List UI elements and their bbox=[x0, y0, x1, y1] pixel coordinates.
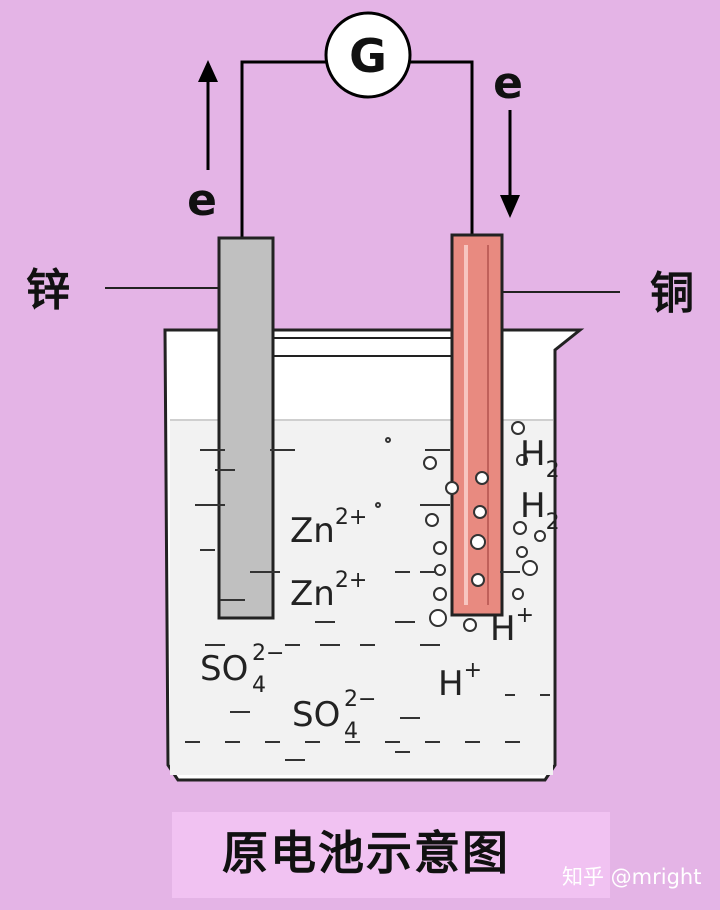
bubble bbox=[445, 481, 459, 495]
wire bbox=[240, 60, 328, 238]
bubble bbox=[516, 454, 528, 466]
bubble bbox=[513, 521, 527, 535]
ion-base: H bbox=[438, 664, 464, 704]
bubble bbox=[471, 573, 485, 587]
ion-base: Zn bbox=[290, 574, 335, 614]
ion-base: H bbox=[520, 434, 546, 474]
bubble bbox=[425, 513, 439, 527]
bubble bbox=[385, 437, 391, 443]
bubble bbox=[433, 541, 447, 555]
galvanometer-label: G bbox=[349, 29, 387, 83]
bubble bbox=[516, 546, 528, 558]
ion-superscript: 2+ bbox=[335, 568, 367, 593]
sulfate-superscript-left: 2− bbox=[252, 641, 284, 666]
bubble bbox=[433, 587, 447, 601]
ion-superscript: + bbox=[516, 603, 534, 628]
solution-dashes bbox=[185, 449, 550, 761]
copper-label: 铜 bbox=[650, 268, 694, 319]
watermark: 知乎 @mright bbox=[562, 865, 702, 889]
ion-subscript: 2 bbox=[546, 458, 560, 483]
ion-base: H bbox=[520, 486, 546, 526]
bubble bbox=[375, 502, 381, 508]
copper-electrode: 铜 bbox=[450, 233, 694, 617]
zinc-label: 锌 bbox=[26, 265, 70, 316]
galvanometer: G bbox=[324, 11, 412, 99]
external-circuit bbox=[240, 60, 474, 357]
diagram-caption: 原电池示意图 bbox=[222, 826, 510, 880]
h2-label-mid: H2 bbox=[520, 486, 560, 535]
bubble bbox=[522, 560, 538, 576]
electron-flow-right: e bbox=[493, 58, 523, 218]
electron-flow-left: e bbox=[187, 60, 218, 226]
zn-ion-label-lower: Zn2+ bbox=[290, 568, 367, 614]
galvanometer-body bbox=[324, 11, 412, 99]
bubble bbox=[512, 588, 524, 600]
h-plus-label-upper: H+ bbox=[490, 603, 534, 649]
arrow-head-icon bbox=[198, 60, 218, 82]
bubble bbox=[534, 530, 546, 542]
bubble bbox=[429, 609, 447, 627]
zinc-electrode: 锌 bbox=[26, 236, 275, 620]
bubble bbox=[511, 421, 525, 435]
arrow-head-icon bbox=[500, 195, 520, 218]
zinc-rod bbox=[217, 236, 275, 620]
ion-base: Zn bbox=[290, 511, 335, 551]
electron-label-left: e bbox=[187, 175, 217, 226]
bubble bbox=[423, 456, 437, 470]
sulfate-label-left: SO bbox=[200, 649, 248, 689]
ion-labels: H2 H2 Zn2+ Zn2+ H+ H+ SO 4 2− SO 4 2− bbox=[200, 434, 560, 744]
copper-rod bbox=[450, 233, 504, 617]
sulfate-superscript-right: 2− bbox=[344, 687, 376, 712]
sulfate-subscript-right: 4 bbox=[344, 719, 358, 744]
bubble bbox=[475, 471, 489, 485]
ion-superscript: + bbox=[464, 658, 482, 683]
electron-label-right: e bbox=[493, 58, 523, 109]
zn-ion-label-upper: Zn2+ bbox=[290, 505, 367, 551]
caption-background bbox=[172, 812, 610, 898]
sulfate-subscript-left: 4 bbox=[252, 673, 266, 698]
ion-superscript: 2+ bbox=[335, 505, 367, 530]
bubble bbox=[473, 505, 487, 519]
bubble bbox=[470, 534, 486, 550]
bubble bbox=[463, 618, 477, 632]
ion-subscript: 2 bbox=[546, 510, 560, 535]
sulfate-label-right: SO bbox=[292, 695, 340, 735]
wire bbox=[410, 60, 474, 238]
bubble bbox=[434, 564, 446, 576]
h-plus-label-lower: H+ bbox=[438, 658, 482, 704]
hydrogen-bubbles bbox=[375, 421, 546, 632]
h2-label-top: H2 bbox=[520, 434, 560, 483]
ion-base: H bbox=[490, 609, 516, 649]
